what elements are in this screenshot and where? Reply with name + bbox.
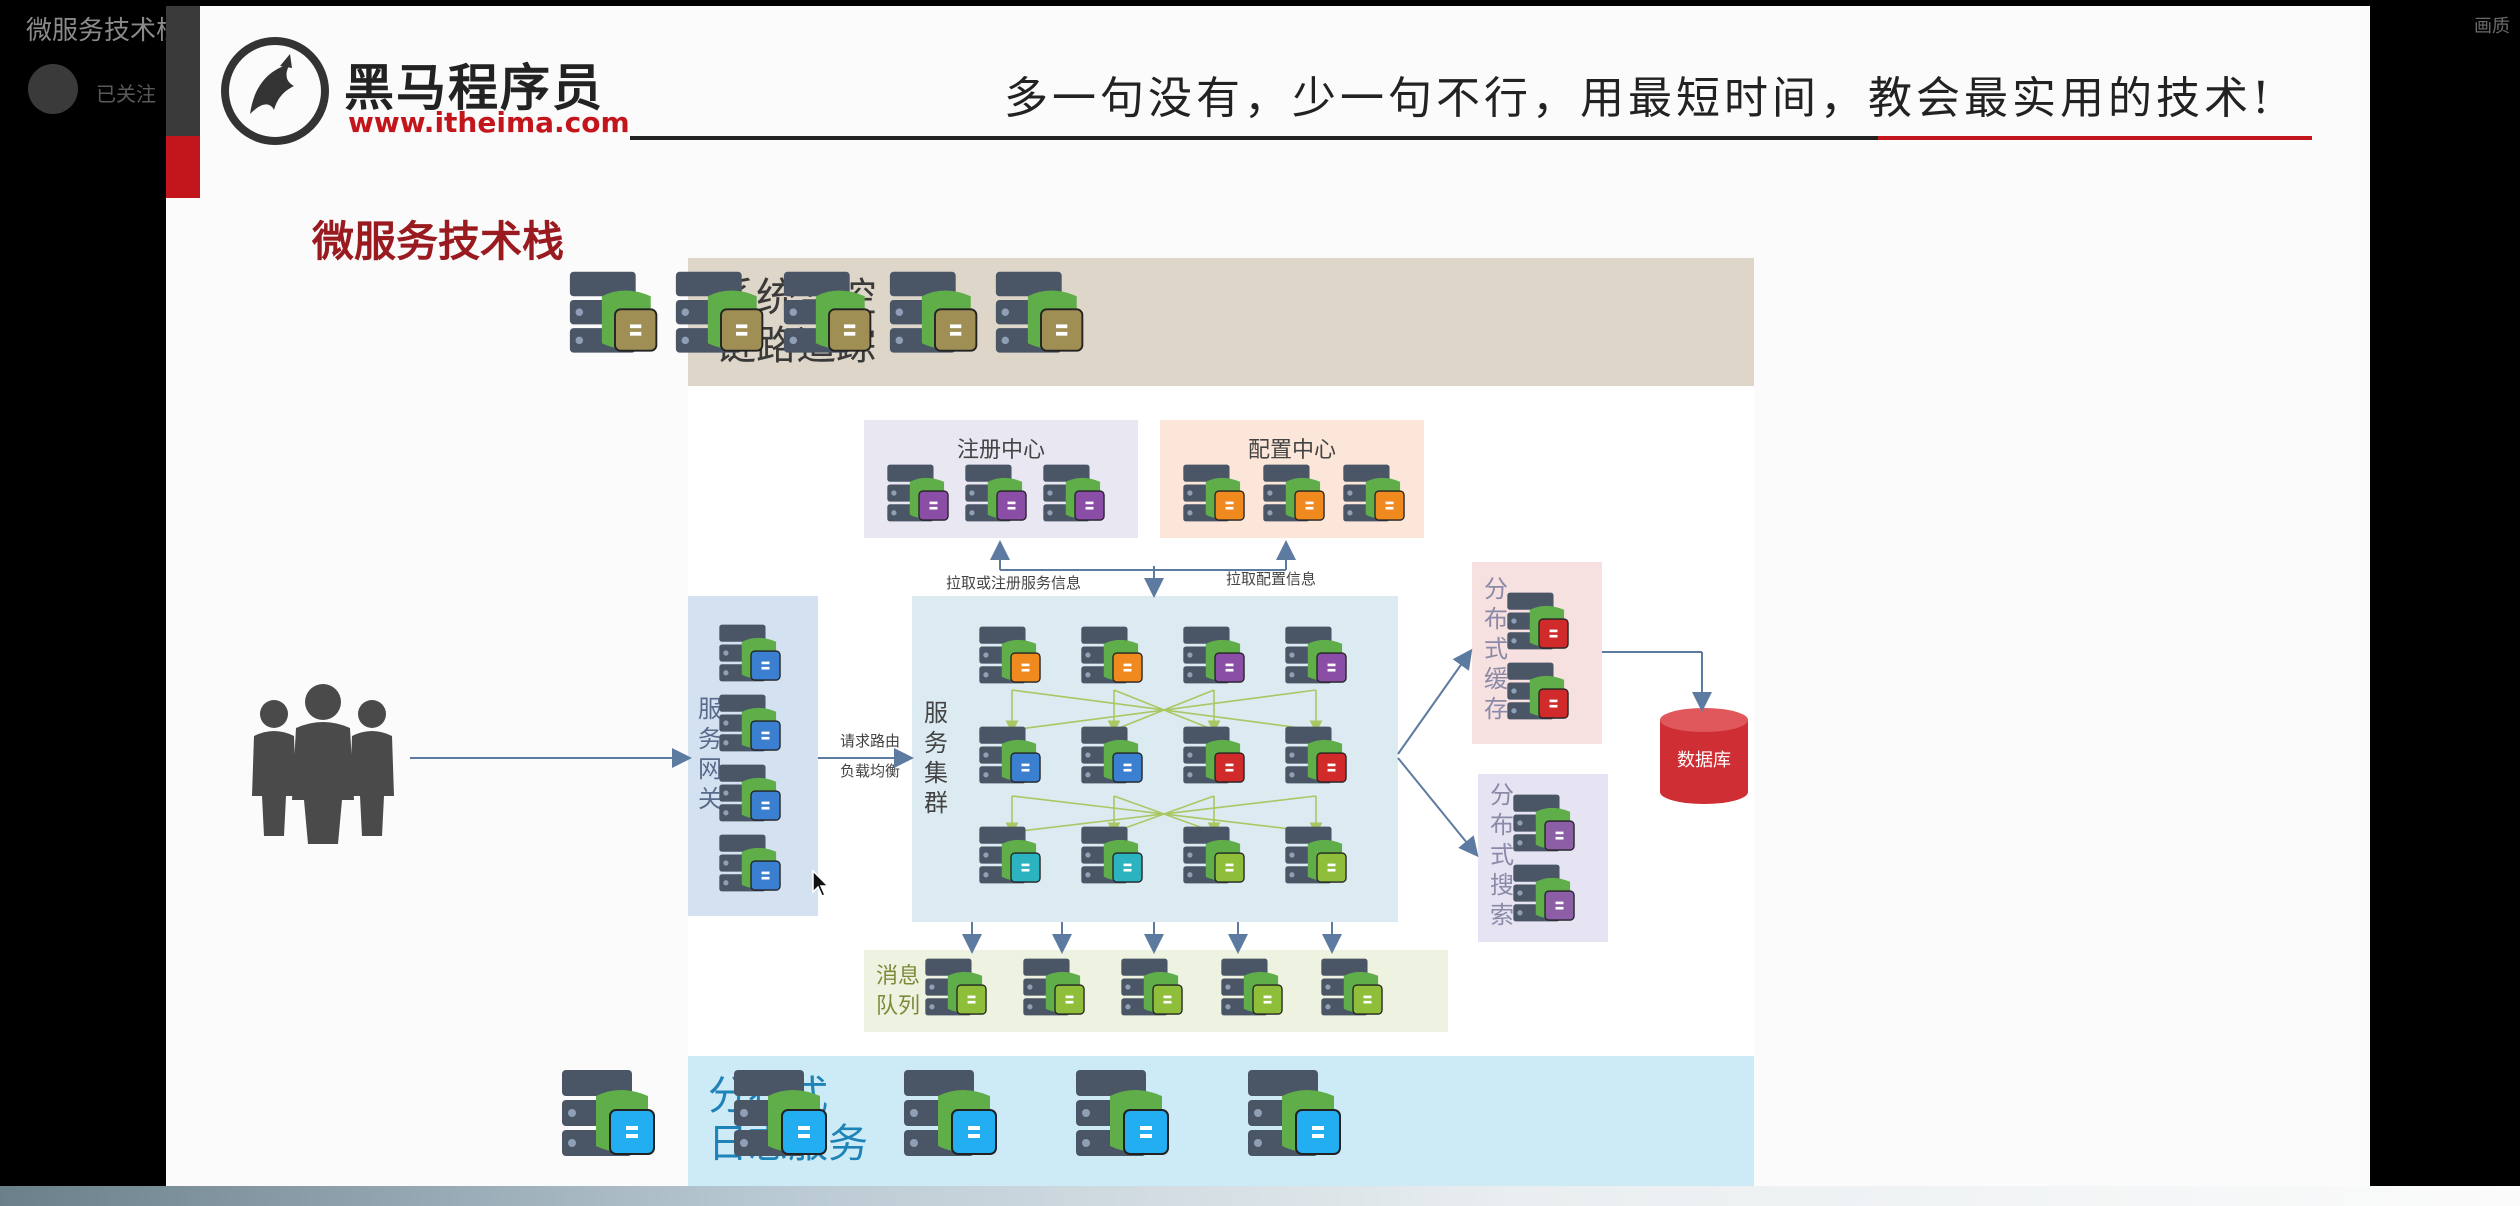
- slide-grey-bar: [166, 6, 200, 136]
- server-icon: [1285, 626, 1347, 684]
- follow-button[interactable]: 已关注: [96, 82, 156, 106]
- server-icon: [1183, 726, 1245, 784]
- server-icon: [965, 464, 1027, 522]
- server-icon: [1183, 626, 1245, 684]
- slogan-underline: [630, 136, 1878, 140]
- server-icon: [1081, 826, 1143, 884]
- users-icon: [252, 684, 394, 844]
- server-icon: [719, 764, 781, 822]
- gateway-label: 服务网关: [698, 695, 722, 813]
- slogan-underline-accent: [1878, 136, 2312, 140]
- server-icon: [995, 271, 1084, 353]
- server-icon: [1285, 726, 1347, 784]
- server-icon: [1043, 464, 1105, 522]
- registry-title: 注册中心: [956, 438, 1045, 463]
- slogan: 多一句没有，少一句不行，用最短时间，教会最实用的技术!: [1004, 73, 2274, 124]
- database-label: 数据库: [1677, 750, 1731, 771]
- server-icon: [979, 726, 1041, 784]
- cursor-icon: [812, 870, 830, 897]
- brand-name: 黑马程序员: [344, 59, 604, 117]
- server-icon: [1263, 464, 1325, 522]
- server-icon: [889, 271, 978, 353]
- server-icon: [1081, 626, 1143, 684]
- server-icon: [1321, 958, 1383, 1016]
- server-icon: [1121, 958, 1183, 1016]
- diagram-connectors: [410, 540, 1712, 954]
- cluster-label: 服务集群: [924, 699, 948, 817]
- uploader-avatar[interactable]: [28, 64, 78, 114]
- server-icon: [1343, 464, 1405, 522]
- video-title: 微服务技术栈: [26, 16, 183, 46]
- mq-label-line1: 消息: [876, 964, 921, 989]
- server-icon: [783, 271, 872, 353]
- load-balance-label: 负载均衡: [840, 762, 901, 780]
- server-icon: [719, 624, 781, 682]
- slide-heading: 微服务技术栈: [312, 217, 565, 266]
- logo-horse-icon: [221, 37, 329, 145]
- server-icons: [166, 6, 2370, 1206]
- config-title: 配置中心: [1247, 438, 1336, 463]
- server-icon: [979, 826, 1041, 884]
- server-icon: [1183, 464, 1245, 522]
- server-icon: [979, 626, 1041, 684]
- mq-label-line2: 队列: [876, 994, 921, 1019]
- server-icon: [887, 464, 949, 522]
- server-icon: [904, 1070, 997, 1156]
- server-icon: [1513, 864, 1575, 922]
- server-icon: [1513, 794, 1575, 852]
- server-icon: [1507, 592, 1569, 650]
- cache-label: 分布式缓存: [1484, 575, 1508, 723]
- quality-button[interactable]: 画质: [2474, 16, 2510, 37]
- search-label: 分布式搜索: [1490, 781, 1514, 929]
- slide-red-bar: [166, 136, 200, 198]
- server-icon: [925, 958, 987, 1016]
- server-icon: [1221, 958, 1283, 1016]
- bottom-strip: [0, 1186, 2520, 1206]
- server-icon: [734, 1070, 827, 1156]
- server-icon: [1023, 958, 1085, 1016]
- route-label: 请求路由: [840, 732, 901, 750]
- database-icon: [1660, 708, 1748, 804]
- server-icon: [1076, 1070, 1169, 1156]
- slide: 黑马程序员 www.itheima.com 多一句没有，少一句不行，用最短时间，…: [166, 6, 2370, 1206]
- server-icon: [569, 271, 658, 353]
- brand-url: www.itheima.com: [348, 106, 630, 139]
- mq-label: 消息 队列: [876, 962, 930, 1022]
- server-icon: [562, 1070, 655, 1156]
- server-icon: [719, 694, 781, 752]
- server-icon: [1248, 1070, 1341, 1156]
- server-icon: [675, 271, 764, 353]
- server-icon: [1183, 826, 1245, 884]
- server-icon: [1507, 662, 1569, 720]
- pull-register-label: 拉取或注册服务信息: [946, 574, 1082, 592]
- server-icon: [1081, 726, 1143, 784]
- server-icon: [1285, 826, 1347, 884]
- pull-config-label: 拉取配置信息: [1226, 570, 1317, 588]
- server-icon: [719, 834, 781, 892]
